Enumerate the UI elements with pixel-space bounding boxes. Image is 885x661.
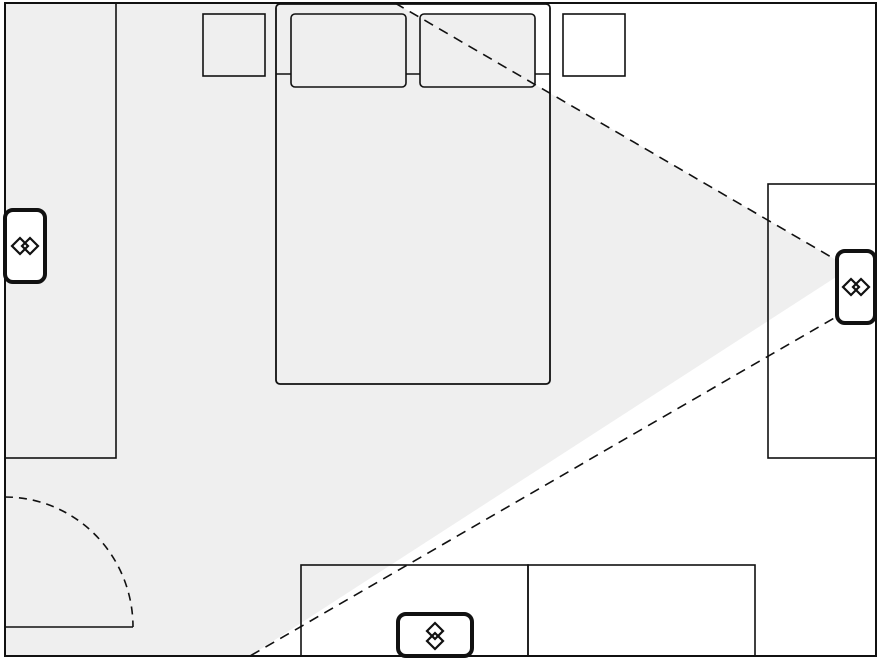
door-swing-arc	[4, 496, 134, 628]
cabinet-right	[767, 183, 877, 459]
dresser-right	[527, 564, 756, 657]
pillow-left	[290, 13, 407, 88]
pillow-right	[419, 13, 536, 88]
left-wall-sensor	[3, 208, 47, 284]
bed	[275, 3, 551, 385]
sensor-housing	[835, 249, 877, 325]
right-wall-sensor	[835, 249, 877, 325]
coverage-boundary-bottom	[249, 309, 849, 657]
nightstand-right	[562, 13, 626, 77]
coverage-boundary-top	[394, 2, 851, 269]
sensor-housing	[3, 208, 47, 284]
coverage-area	[5, 3, 850, 656]
nightstand-left	[202, 13, 266, 77]
sensor-housing	[396, 612, 474, 658]
bottom-wall-sensor	[396, 612, 474, 658]
